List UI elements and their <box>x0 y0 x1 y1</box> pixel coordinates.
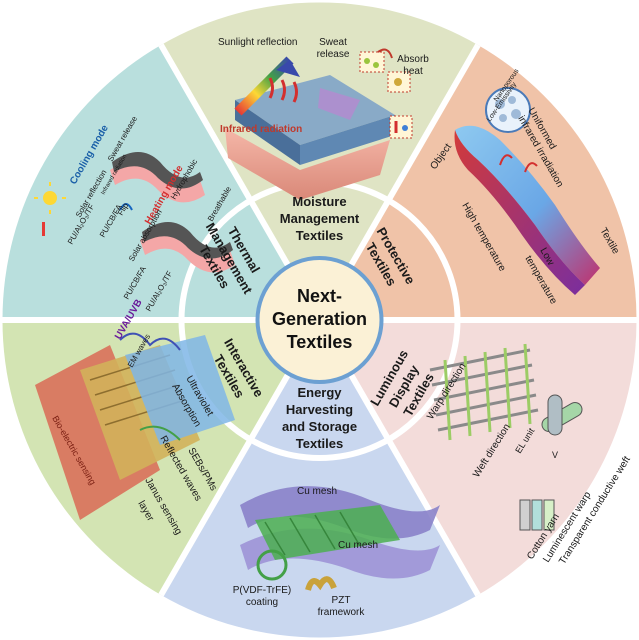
moisture-label-2: Management <box>280 211 360 226</box>
center-line-1: Next- <box>297 286 342 306</box>
energy-label-3: and Storage <box>282 419 357 434</box>
energy-ann-pzt-2: framework <box>318 607 366 618</box>
energy-label-4: Textiles <box>296 436 343 451</box>
nanopore-zoom <box>485 87 531 133</box>
moisture-label-1: Moisture <box>292 194 346 209</box>
energy-ann-cu-mesh-bottom: Cu mesh <box>338 540 378 551</box>
energy-label-1: Energy <box>297 385 342 400</box>
luminous-ann-v: V <box>552 450 558 460</box>
moisture-ann-sweat-2: release <box>317 49 350 60</box>
energy-ann-pvdf-2: coating <box>246 597 278 608</box>
moisture-illustration <box>225 48 413 200</box>
sector-luminous[interactable] <box>319 320 637 595</box>
moisture-ann-infrared: Infrared radiation <box>220 124 302 135</box>
energy-ann-pvdf-1: P(VDF-TrFE) <box>233 585 292 596</box>
moisture-ann-absorb-1: Absorb <box>397 54 429 65</box>
energy-ann-pzt-1: PZT <box>332 595 351 606</box>
moisture-ann-sweat-1: Sweat <box>319 37 347 48</box>
luminous-illustration <box>429 343 583 531</box>
moisture-ann-sunlight: Sunlight reflection <box>218 37 298 48</box>
center-line-2: Generation <box>272 309 367 329</box>
interactive-illustration <box>35 332 235 520</box>
energy-ann-cu-mesh-top: Cu mesh <box>297 486 337 497</box>
center-line-3: Textiles <box>287 332 353 352</box>
moisture-label-3: Textiles <box>296 228 343 243</box>
center-circle <box>255 256 384 384</box>
sweat-inset <box>359 51 385 73</box>
protective-illustration <box>454 87 600 295</box>
thermometer-icon <box>42 222 45 236</box>
thermal-illustration <box>34 152 235 273</box>
sun-icon <box>43 191 57 205</box>
flip-arrow-icon <box>119 203 133 211</box>
energy-illustration <box>240 486 440 591</box>
moisture-ann-absorb-2: heat <box>403 66 423 77</box>
energy-label-2: Harvesting <box>286 402 353 417</box>
absorb-inset-2 <box>389 115 413 139</box>
